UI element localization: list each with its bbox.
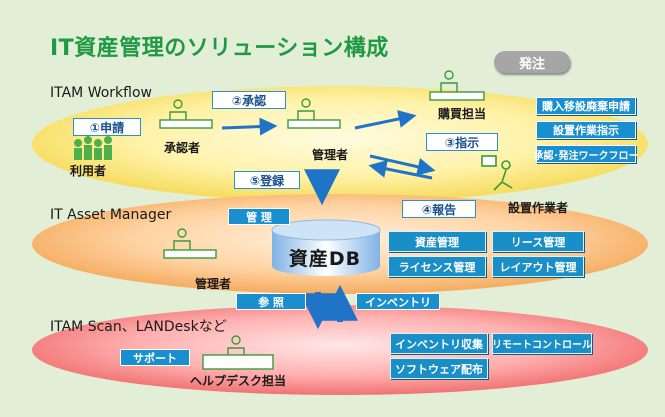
manager-label-middle: 管理者 — [195, 277, 232, 291]
step-approval: ②承認 — [212, 91, 286, 109]
step-register: ⑤登録 — [234, 171, 300, 189]
support-label: サポート — [120, 349, 190, 366]
manager-desk-icon-top — [287, 98, 341, 129]
workflow-purchase-request-box: 購入移設廃棄申請 — [536, 97, 636, 115]
order-badge: 発注 — [494, 51, 570, 73]
approver-desk-icon — [159, 99, 213, 129]
database-cylinder-icon — [271, 219, 381, 276]
helpdesk-desk-icon — [202, 335, 274, 370]
users-icon — [74, 136, 112, 160]
scan-layer-label: ITAM Scan、LANDeskなど — [50, 319, 227, 335]
purchase-arrow — [354, 110, 417, 130]
approval-arrow — [221, 117, 278, 136]
asset-management-box: 資産管理 — [388, 231, 486, 252]
manage-label: 管 理 — [228, 208, 290, 225]
purchaser-label: 購買担当 — [438, 107, 487, 121]
workflow-layer-label: ITAM Workflow — [50, 85, 152, 101]
manager-label-top: 管理者 — [312, 148, 349, 162]
asset-db-label: 資産DB — [288, 248, 362, 270]
installer-running-icon — [481, 155, 513, 191]
approver-label: 承認者 — [164, 141, 201, 155]
step-request: ①申請 — [73, 118, 141, 136]
report-arrow — [368, 159, 433, 180]
step-report: ④報告 — [402, 200, 476, 218]
reference-label: 参 照 — [236, 293, 306, 310]
page-title: IT資産管理のソリューション構成 — [50, 36, 389, 61]
instruction-arrow — [369, 154, 436, 176]
layout-management-box: レイアウト管理 — [492, 256, 584, 277]
workflow-install-instruction-box: 設置作業指示 — [536, 121, 636, 139]
lease-management-box: リース管理 — [492, 231, 584, 252]
purchaser-desk-icon — [429, 70, 485, 101]
users-label: 利用者 — [70, 164, 107, 178]
workflow-approval-order-box: 承認･発注ワークフロー — [534, 145, 639, 163]
manager-desk-icon-middle — [163, 228, 217, 259]
inventory-label: インベントリ — [356, 293, 440, 310]
license-management-box: ライセンス管理 — [388, 256, 486, 277]
scan-layer-ellipse — [32, 305, 648, 395]
remote-control-box: リモートコントロール — [492, 333, 592, 354]
step-instruction: ③指示 — [426, 133, 498, 151]
software-distribution-box: ソフトウェア配布 — [390, 358, 488, 379]
helpdesk-label: ヘルプデスク担当 — [190, 374, 287, 388]
inventory-collection-box: インベントリ収集 — [390, 333, 488, 354]
asset-manager-layer-label: IT Asset Manager — [50, 207, 172, 223]
installer-label: 設置作業者 — [508, 201, 569, 215]
